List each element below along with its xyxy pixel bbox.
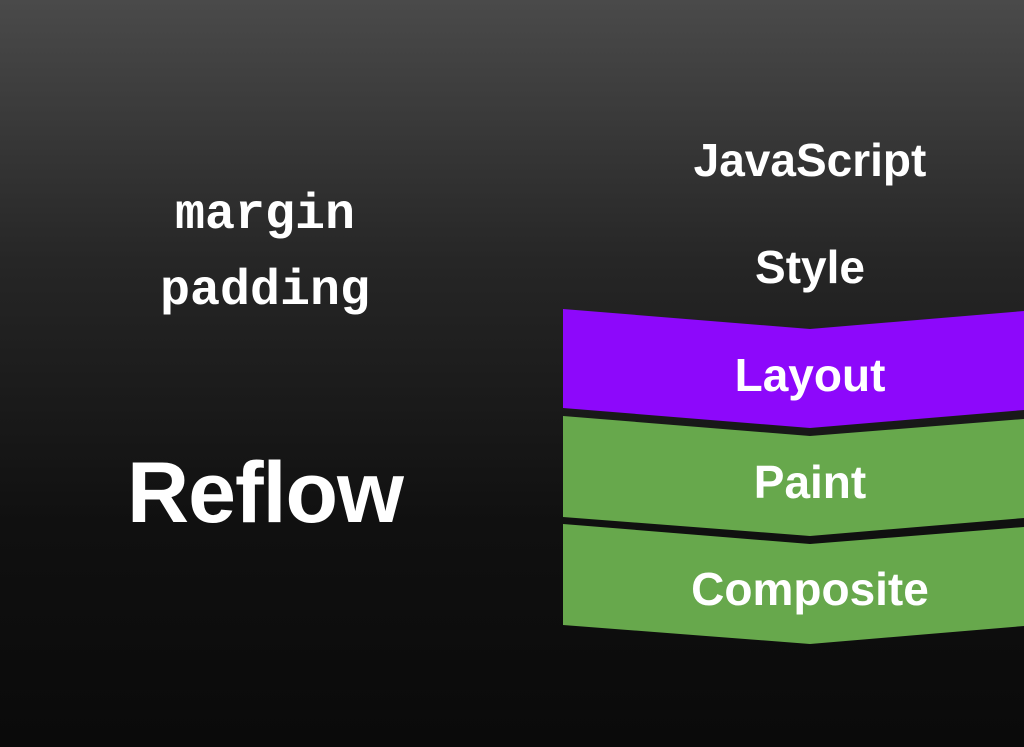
property-margin: margin [174,187,356,244]
stage-layout: Layout [734,349,886,401]
reflow-title: Reflow [127,445,404,541]
css-properties-list: margin padding [95,178,435,330]
stage-composite: Composite [691,563,929,615]
stage-paint: Paint [753,456,867,508]
stage-javascript: JavaScript [693,134,927,186]
composite-stage-band [563,524,1024,644]
paint-stage-band [563,416,1024,536]
stage-style: Style [755,241,865,293]
layout-stage-band [563,309,1024,428]
property-padding: padding [159,263,371,320]
